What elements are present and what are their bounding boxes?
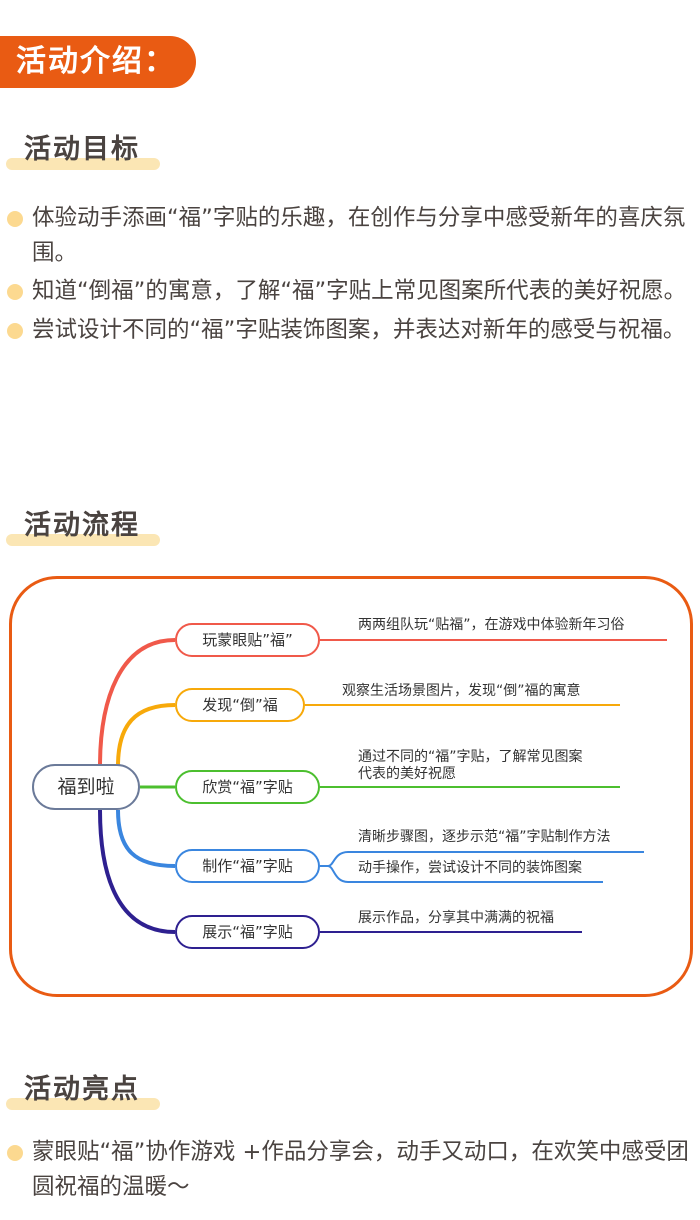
mindmap-node-show: 展示“福”字贴 [175, 915, 320, 949]
mindmap-node-appreciate: 欣赏“福”字贴 [175, 770, 320, 804]
list-item-text: 尝试设计不同的“福”字贴装饰图案，并表达对新年的感受与祝福。 [32, 316, 686, 343]
mindmap-leaf: 观察生活场景图片，发现“倒”福的寓意 [342, 683, 581, 699]
list-item-text: 蒙眼贴“福”协作游戏 +作品分享会，动手又动口，在欢笑中感受团圆祝福的温暖～ [32, 1139, 689, 1200]
section-heading-highlights: 活动亮点 [6, 1070, 160, 1114]
mindmap-node-blindfold-game: 玩蒙眼贴”福” [175, 623, 320, 657]
intro-banner: 活动介绍： [0, 36, 196, 88]
heading-highlight [6, 158, 160, 170]
mindmap-leaf: 展示作品，分享其中满满的祝福 [358, 910, 554, 926]
list-item: 蒙眼贴“福”协作游戏 +作品分享会，动手又动口，在欢笑中感受团圆祝福的温暖～ [0, 1135, 700, 1204]
mindmap-leaf: 代表的美好祝愿 [358, 766, 456, 782]
list-item: 知道“倒福”的寓意，了解“福”字贴上常见图案所代表的美好祝愿。 [0, 274, 700, 309]
goals-list: 体验动手添画“福”字贴的乐趣，在创作与分享中感受新年的喜庆氛围。 知道“倒福”的… [0, 201, 700, 351]
mindmap-leaf: 动手操作，尝试设计不同的装饰图案 [358, 860, 582, 876]
bullet-dot-icon [7, 1145, 23, 1161]
heading-text: 活动目标 [24, 134, 140, 165]
mindmap-leaf: 清晰步骤图，逐步示范“福”字贴制作方法 [358, 829, 611, 845]
heading-text: 活动流程 [24, 510, 140, 541]
heading-highlight [6, 1098, 160, 1110]
bullet-dot-icon [7, 211, 23, 227]
mindmap-leaf: 两两组队玩“贴福”，在游戏中体验新年习俗 [358, 617, 625, 633]
section-heading-process: 活动流程 [6, 506, 160, 550]
mindmap-node-upside-down-fu: 发现“倒”福 [175, 688, 305, 722]
section-heading-goals: 活动目标 [6, 130, 160, 174]
heading-text: 活动亮点 [24, 1074, 140, 1105]
list-item: 体验动手添画“福”字贴的乐趣，在创作与分享中感受新年的喜庆氛围。 [0, 201, 700, 270]
mindmap-leaf: 通过不同的“福”字贴，了解常见图案 [358, 749, 583, 765]
mindmap-node-make: 制作“福”字贴 [175, 849, 320, 883]
list-item-text: 体验动手添画“福”字贴的乐趣，在创作与分享中感受新年的喜庆氛围。 [32, 205, 686, 266]
heading-highlight [6, 534, 160, 546]
bullet-dot-icon [7, 284, 23, 300]
mindmap-frame [9, 576, 693, 997]
bullet-dot-icon [7, 322, 23, 339]
list-item-text: 知道“倒福”的寓意，了解“福”字贴上常见图案所代表的美好祝愿。 [32, 278, 687, 304]
list-item: 尝试设计不同的“福”字贴装饰图案，并表达对新年的感受与祝福。 [0, 313, 700, 348]
highlights-list: 蒙眼贴“福”协作游戏 +作品分享会，动手又动口，在欢笑中感受团圆祝福的温暖～ [0, 1135, 700, 1208]
